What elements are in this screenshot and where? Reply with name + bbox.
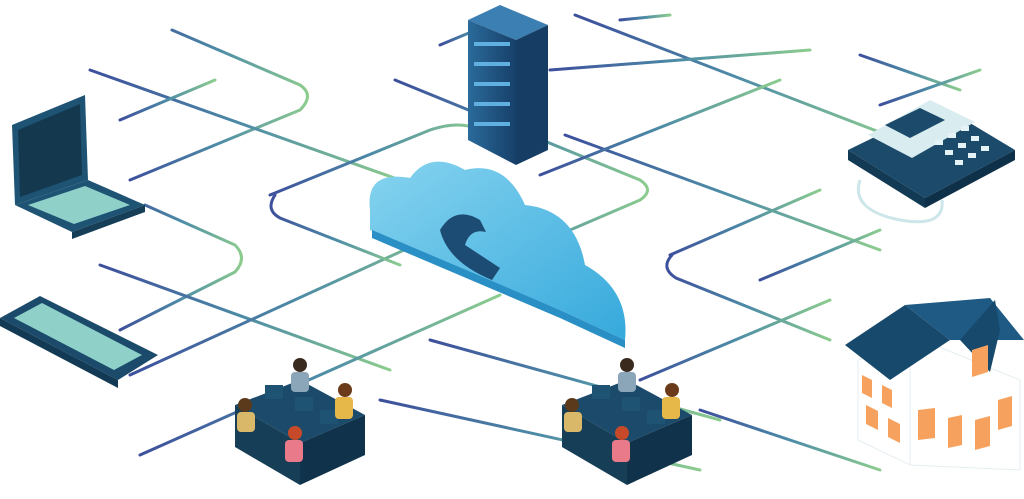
cloud-phone-icon (369, 161, 626, 348)
connection-line (878, 68, 982, 107)
connection-line (118, 203, 243, 332)
connection-line (698, 408, 882, 472)
connection-line (758, 228, 882, 282)
connection-line (118, 78, 217, 122)
connection-line (858, 53, 962, 92)
desk-phone-icon (848, 100, 1015, 224)
server-rack-icon (468, 5, 548, 165)
connection-line (573, 13, 902, 142)
house-icon (845, 298, 1024, 471)
connection-line (618, 13, 672, 22)
connection-line (548, 48, 812, 72)
connection-line (128, 28, 309, 182)
office-team-icon (562, 358, 692, 485)
office-team-icon (235, 358, 365, 485)
laptop-icon (12, 95, 145, 239)
connection-line (269, 193, 402, 267)
connection-line (563, 133, 882, 252)
connection-line (98, 263, 392, 372)
connection-line (638, 298, 832, 382)
tablet-icon (0, 296, 158, 388)
connection-line (138, 293, 502, 457)
connection-line (88, 68, 402, 182)
connection-line (665, 253, 832, 342)
connection-line (668, 188, 822, 257)
connection-line (393, 78, 649, 262)
connection-line (538, 78, 782, 177)
connection-lines (88, 13, 982, 472)
